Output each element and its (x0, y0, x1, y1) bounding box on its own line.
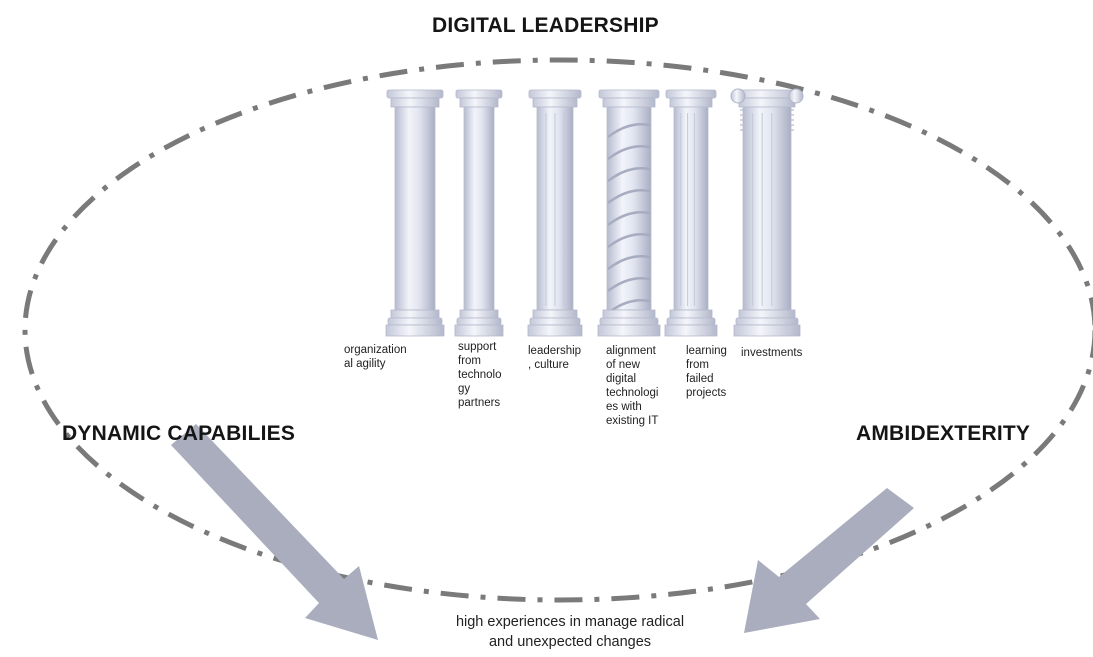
right-arrow (744, 488, 914, 633)
pillar-3 (527, 89, 583, 337)
pillar-6 (730, 88, 804, 337)
pillar-label-learning: learning from failed projects (686, 345, 727, 399)
pillar-label-organizational-agility: organization al agility (344, 344, 407, 370)
left-arrow (171, 424, 378, 640)
dynamic-capabilities-label: DYNAMIC CAPABILIES (62, 422, 296, 445)
pillar-label-technology-partners: support from technolo gy partners (458, 341, 502, 409)
pillar-label-alignment: alignment of new digital technologi es w… (606, 345, 659, 427)
pillar-5 (664, 89, 718, 337)
leadership-ellipse (22, 57, 1093, 603)
ambidexterity-label: AMBIDEXTERITY (856, 422, 1031, 445)
pillar-1 (385, 89, 445, 337)
pillar-label-investments: investments (741, 347, 803, 359)
diagram-title: DIGITAL LEADERSHIP (432, 14, 659, 37)
outcome-text: high experiences in manage radical and u… (455, 614, 685, 650)
pillar-label-leadership-culture: leadership , culture (528, 345, 582, 371)
pillars-group (385, 88, 804, 337)
pillar-2 (454, 89, 504, 337)
pillar-4 (597, 89, 661, 337)
